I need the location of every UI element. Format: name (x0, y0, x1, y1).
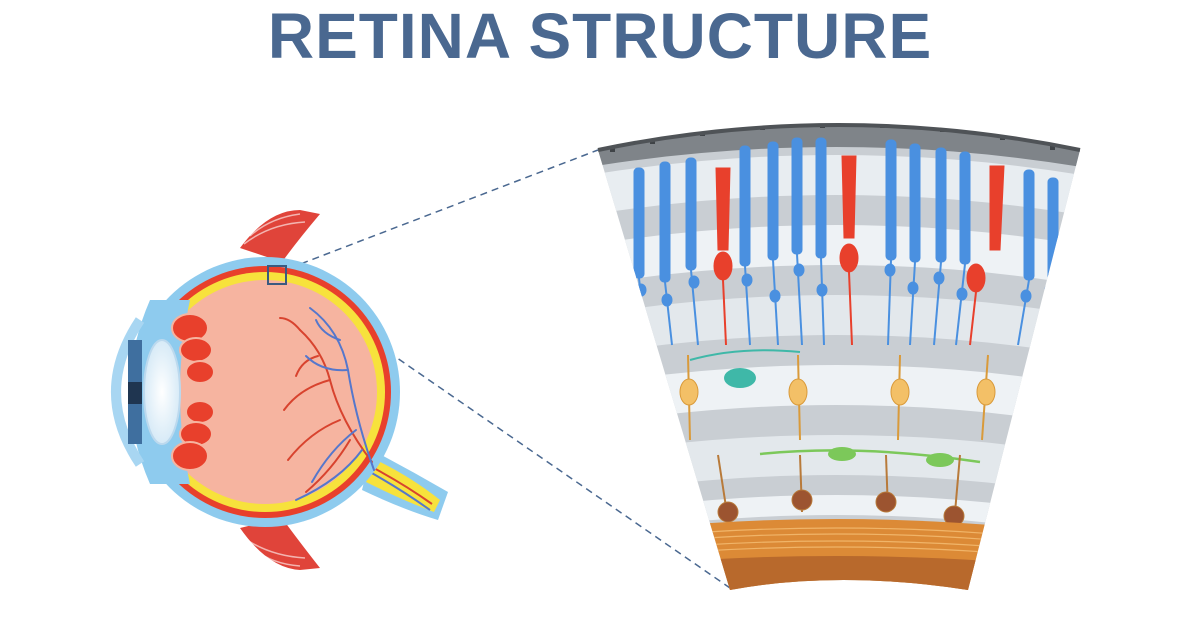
cone-cell-icon (713, 167, 733, 346)
blood-vessels-icon (279, 307, 375, 501)
lens-icon (143, 339, 181, 445)
cornea-icon (111, 317, 145, 467)
rod-cell-icon (815, 137, 828, 346)
retina-layers-diagram (597, 123, 1081, 590)
rod-cell-icon (933, 147, 947, 346)
bipolar-cell-icon (679, 354, 699, 441)
rod-cell-icon (633, 167, 647, 341)
rod-cell-icon (659, 161, 673, 346)
ciliary-body-icon (171, 313, 215, 471)
rod-cell-icon (739, 145, 753, 346)
bipolar-cell-icon (890, 354, 910, 441)
amacrine-cells (759, 447, 981, 467)
vitreous-body-icon (153, 280, 377, 504)
rod-cell-icon (685, 157, 700, 346)
cone-cell-icon (839, 155, 859, 346)
rod-cell-icon (767, 141, 781, 346)
rod-cell-icon (884, 139, 897, 346)
rod-cell-icon (907, 143, 921, 346)
rod-cell-icon (1017, 169, 1035, 346)
rod-cell-icon (791, 137, 805, 346)
nerve-fiber-layer-icon (598, 519, 1080, 590)
horizontal-cell-icon (689, 349, 801, 388)
bipolar-cell-icon (976, 354, 996, 441)
zoom-box-icon (267, 265, 287, 285)
ganglion-cell-icon (791, 454, 813, 513)
page-title: RETINA STRUCTURE (267, 0, 933, 72)
bipolar-cell-icon (788, 354, 808, 441)
eye-cross-section-icon (111, 210, 448, 570)
rod-cells (633, 137, 1059, 346)
amacrine-cell-icon (828, 447, 856, 461)
bipolar-cells (679, 354, 996, 441)
extraocular-muscle-icon (240, 210, 320, 570)
rod-cell-icon (955, 151, 971, 346)
amacrine-cell-icon (926, 453, 954, 467)
ganglion-cell-icon (875, 454, 897, 513)
cone-cell-icon (966, 165, 1005, 346)
cone-cells (713, 155, 1005, 346)
